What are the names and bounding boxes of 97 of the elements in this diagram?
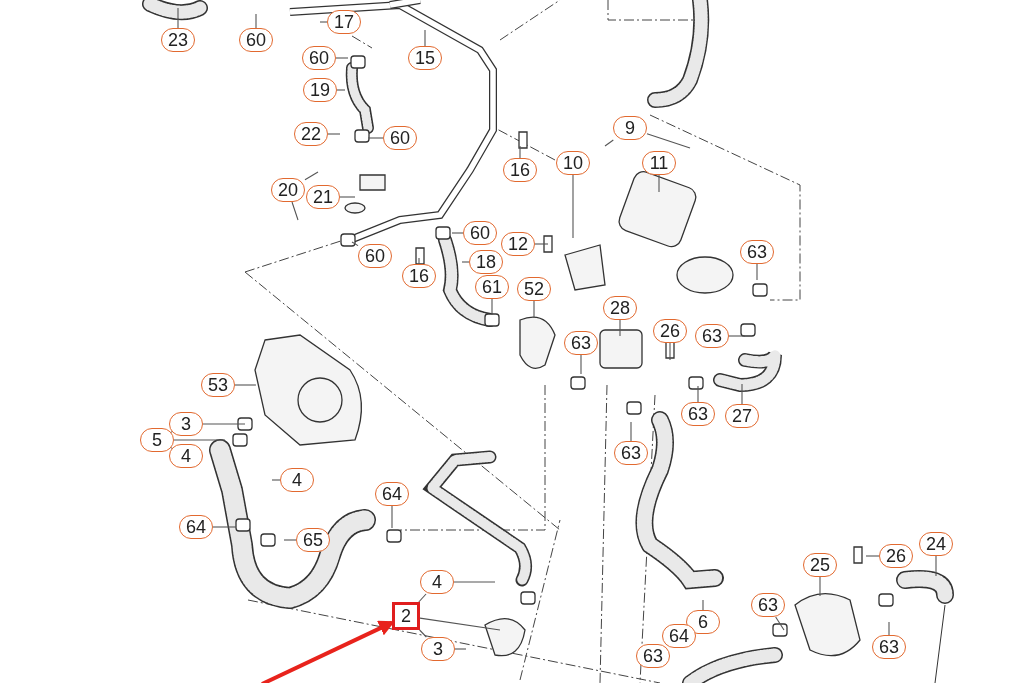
callout-number: 3 [169, 412, 203, 436]
callout-number: 22 [294, 122, 328, 146]
leader-line [304, 171, 319, 181]
leader-line [319, 21, 328, 23]
callout-number: 24 [919, 532, 953, 556]
callout-number: 16 [503, 158, 537, 182]
callout-number: 60 [358, 244, 392, 268]
leader-line [572, 174, 574, 239]
callout-number: 15 [408, 46, 442, 70]
leader-line [775, 616, 785, 631]
callout-number: 16 [402, 264, 436, 288]
leader-line [697, 385, 699, 403]
callout-number: 63 [740, 240, 774, 264]
leader-line [604, 139, 614, 147]
leader-line [202, 423, 246, 425]
leader-line [646, 133, 691, 149]
leader-line [419, 629, 427, 638]
callout-number: 4 [280, 468, 314, 492]
leader-line [534, 243, 549, 245]
leader-line [756, 263, 758, 281]
callout-number: 63 [614, 441, 648, 465]
leader-line [658, 174, 660, 193]
callout-number: 52 [517, 277, 551, 301]
leader-line [580, 354, 582, 375]
callout-number: 63 [695, 324, 729, 348]
leader-line [255, 13, 257, 29]
callout-number: 12 [501, 232, 535, 256]
callout-number: 63 [681, 402, 715, 426]
callout-number: 27 [725, 404, 759, 428]
leader-line [339, 196, 356, 198]
leader-line [728, 335, 746, 337]
leader-line [327, 133, 341, 135]
leader-line [888, 621, 890, 636]
leader-line [234, 384, 257, 386]
callout-number: 61 [475, 275, 509, 299]
callout-number: 28 [603, 296, 637, 320]
callout-number: 25 [803, 553, 837, 577]
leader-line [271, 479, 281, 481]
callout-number: 17 [327, 10, 361, 34]
callout-number: 9 [613, 116, 647, 140]
leader-line [351, 241, 359, 247]
callout-number: 18 [469, 250, 503, 274]
leader-line [491, 298, 493, 316]
callout-number: 21 [306, 185, 340, 209]
leader-line [702, 599, 704, 611]
callout-number: 64 [179, 515, 213, 539]
callout-number: 10 [556, 151, 590, 175]
leader-line [819, 576, 821, 597]
leader-line [935, 555, 937, 577]
leader-line [741, 383, 743, 405]
leader-line [418, 593, 427, 603]
callout-number: 60 [463, 221, 497, 245]
callout-number: 26 [879, 544, 913, 568]
leader-line [283, 539, 297, 541]
callout-number: 20 [271, 178, 305, 202]
callout-number: 4 [420, 570, 454, 594]
leader-line [533, 300, 535, 319]
callout-number: 63 [636, 644, 670, 668]
leader-line [865, 555, 880, 557]
callout-number: 53 [201, 373, 235, 397]
callout-number: 11 [642, 151, 676, 175]
callout-number: 63 [751, 593, 785, 617]
callout-number: 19 [303, 78, 337, 102]
leader-line [453, 581, 496, 583]
leader-line [418, 257, 420, 265]
leader-line [451, 232, 464, 234]
callout-number: 3 [421, 637, 455, 661]
leader-line [419, 617, 501, 631]
callout-number: 60 [383, 126, 417, 150]
leader-line [519, 145, 521, 159]
leader-line [461, 261, 470, 263]
leader-line [424, 29, 426, 47]
leader-line [669, 342, 671, 361]
leader-line [291, 201, 299, 221]
callout-number: 65 [296, 528, 330, 552]
callout-number: 64 [375, 482, 409, 506]
callout-number: 26 [653, 319, 687, 343]
leader-line [336, 89, 346, 91]
callout-number: 2 [392, 602, 420, 630]
leader-line [391, 505, 393, 529]
callout-number: 64 [662, 624, 696, 648]
leader-line [177, 7, 179, 29]
callout-number: 6 [686, 610, 720, 634]
callout-number: 63 [564, 331, 598, 355]
callout-number: 23 [161, 28, 195, 52]
leader-line [173, 439, 226, 441]
leader-line [619, 319, 621, 337]
leader-line [630, 421, 632, 442]
callout-number: 60 [239, 28, 273, 52]
callout-number: 63 [872, 635, 906, 659]
leader-line [367, 137, 384, 139]
callout-number: 4 [169, 444, 203, 468]
leader-line [454, 648, 467, 650]
callout-number: 60 [302, 46, 336, 70]
callout-number: 5 [140, 428, 174, 452]
leader-line [335, 57, 349, 59]
leader-line [212, 526, 237, 528]
